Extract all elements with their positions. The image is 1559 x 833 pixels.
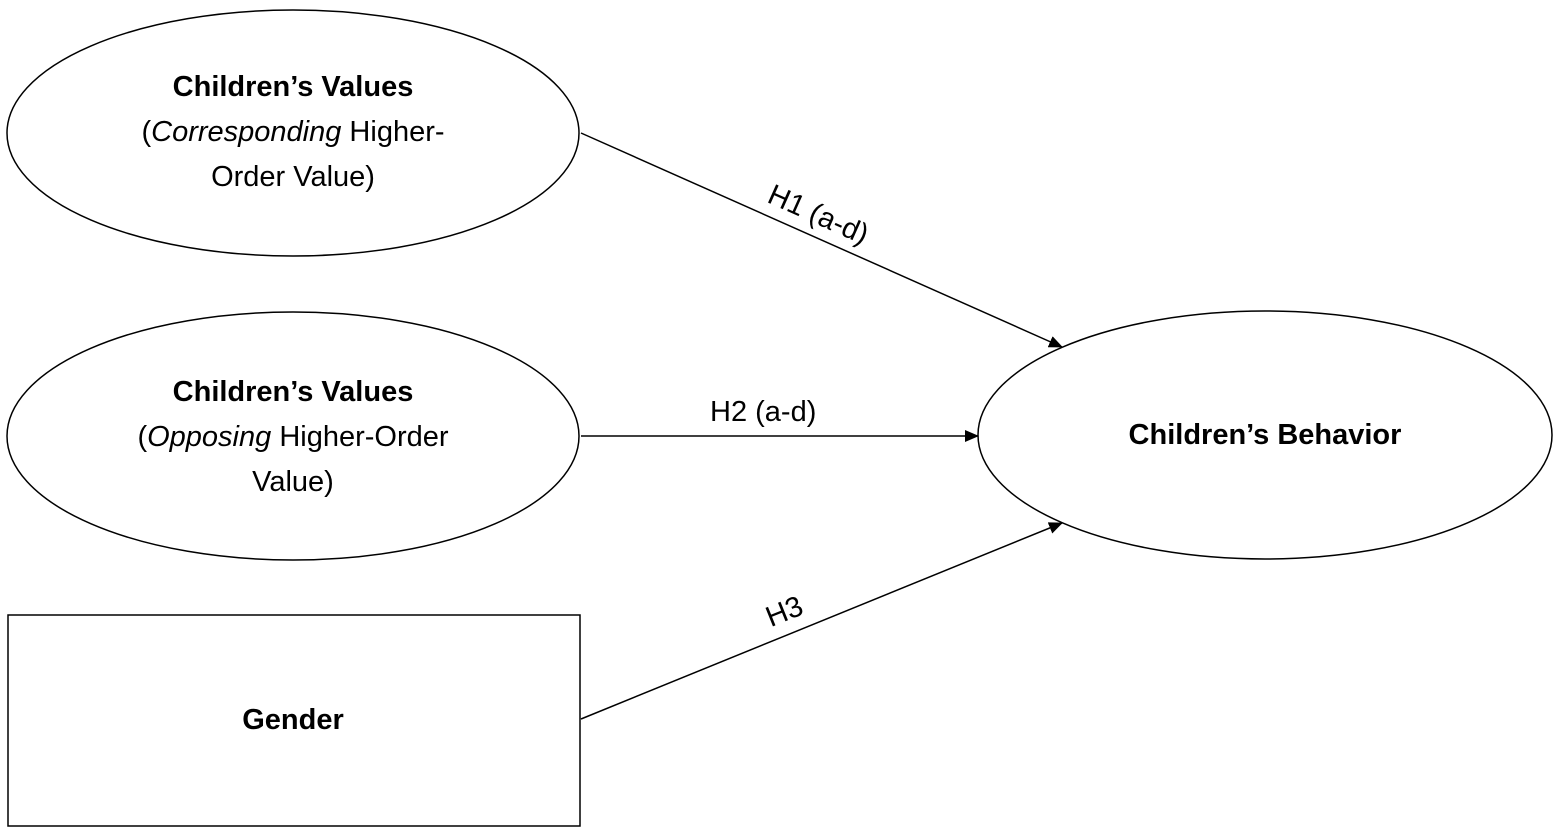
behavior-text: Children’s Behavior — [1065, 413, 1465, 458]
gender-title: Gender — [242, 704, 344, 736]
h3-arrow — [580, 522, 1063, 720]
gender-text: Gender — [93, 698, 493, 743]
opposing-values-text: Children’s Values (Opposing Higher-Order… — [83, 370, 503, 505]
corresponding-values-ellipse — [6, 9, 580, 257]
h2-label: H2 (a-d) — [710, 396, 817, 428]
opposing-values-title: Children’s Values — [172, 376, 414, 408]
opposing-values-subtitle-line-2: Value) — [252, 466, 334, 498]
gender-box — [7, 614, 581, 827]
h1-arrow — [580, 132, 1063, 348]
opposing-values-subtitle-line: (Opposing Higher-Order — [137, 421, 449, 453]
opposing-values-ellipse — [6, 311, 580, 561]
corresponding-values-subtitle-line-2: Order Value) — [211, 161, 375, 193]
corresponding-values-title: Children’s Values — [172, 71, 414, 103]
behavior-title: Children’s Behavior — [1128, 419, 1402, 451]
corresponding-values-subtitle-line: (Corresponding Higher- — [141, 116, 445, 148]
corresponding-values-text: Children’s Values (Corresponding Higher-… — [93, 65, 493, 200]
